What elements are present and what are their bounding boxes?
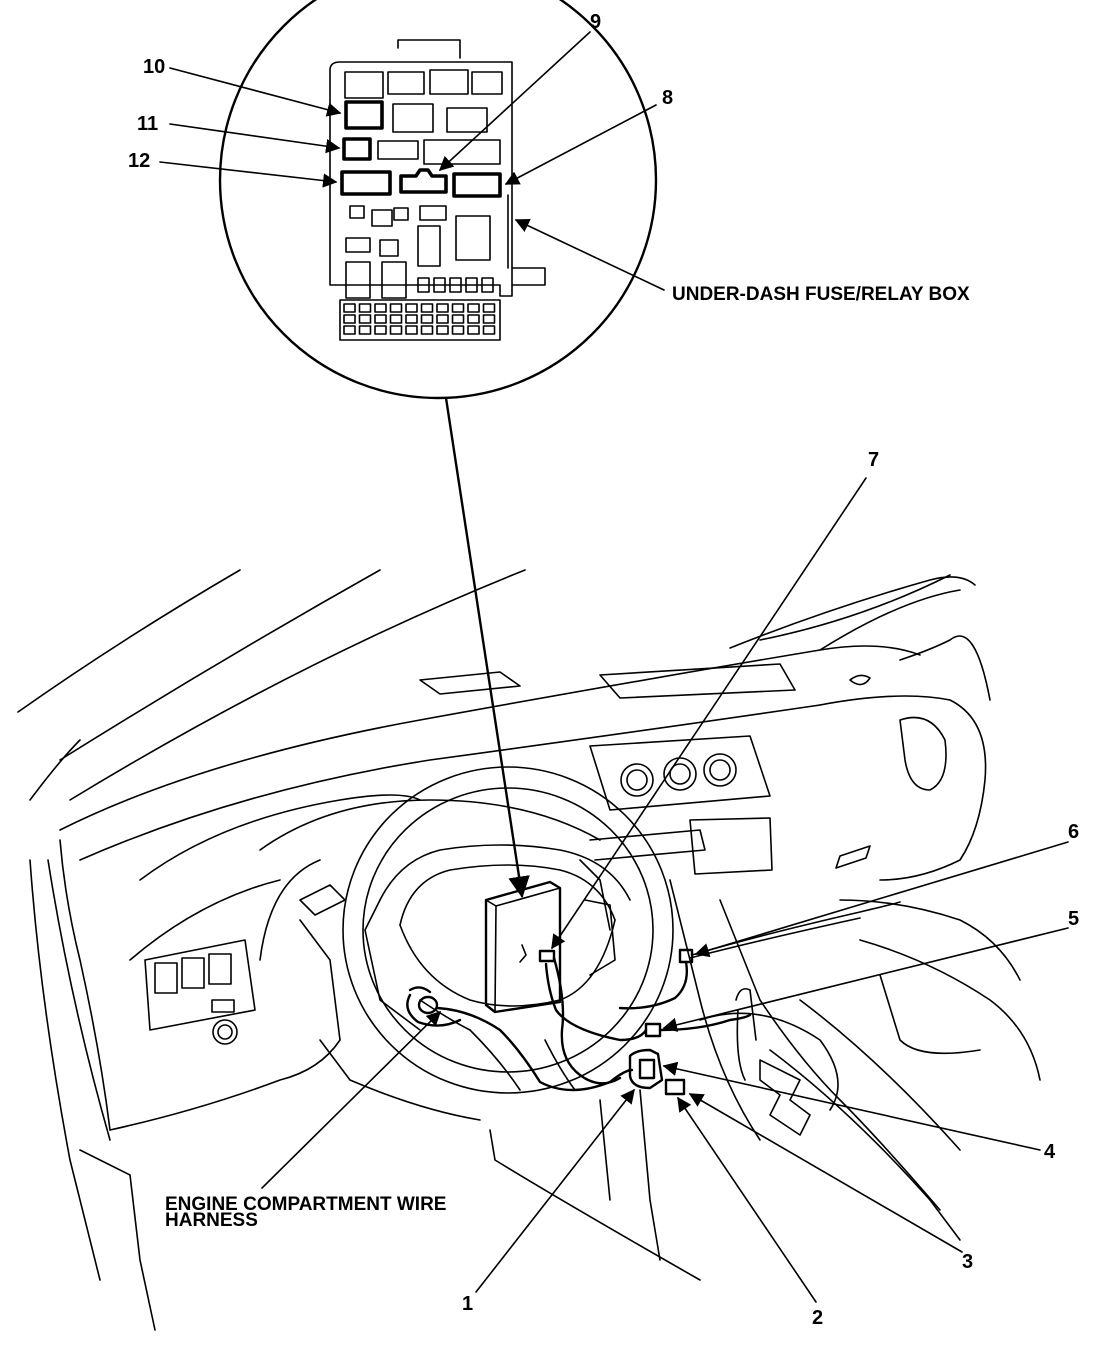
wiring-components	[406, 880, 901, 1096]
fuse-slot	[482, 314, 496, 324]
fuse-slot	[405, 325, 418, 335]
callout-7: 7	[868, 449, 879, 471]
callout-8: 8	[662, 87, 673, 109]
connector-3	[664, 1078, 686, 1096]
relay-9	[399, 168, 448, 194]
fuse-slot	[482, 303, 496, 313]
relay-11	[342, 137, 372, 161]
fuse-slot	[389, 303, 403, 313]
leader-11	[169, 123, 341, 154]
fuse-slot-large	[465, 277, 478, 293]
leader-harness	[261, 1010, 442, 1189]
leader-10	[169, 67, 342, 117]
detail-circle	[218, 0, 658, 400]
callout-11: 11	[137, 113, 158, 135]
fuse-slot	[420, 303, 434, 313]
leader-3	[688, 1093, 963, 1253]
leader-4	[662, 1061, 1041, 1151]
fuse-slot	[389, 314, 403, 324]
leader-6	[694, 841, 1069, 958]
fuse-grid-area	[339, 299, 501, 341]
dashboard-line-art	[17, 569, 1041, 1331]
fuse-slot	[358, 303, 372, 313]
leader-fuse-box-location	[444, 396, 530, 899]
fuse-slot	[343, 325, 356, 335]
fuse-slot	[405, 303, 418, 313]
steering-wheel-outer	[342, 766, 674, 1094]
fuse-slot	[467, 303, 480, 313]
fuse-slot	[405, 314, 418, 324]
relay-8	[452, 172, 502, 198]
fuse-grid	[343, 277, 496, 335]
harness-label-line1: ENGINE COMPARTMENT WIRE	[165, 1194, 446, 1215]
leader-9	[438, 31, 591, 171]
leader-2	[677, 1096, 817, 1303]
fuse-slot-large	[481, 277, 494, 293]
connector-4	[628, 1048, 664, 1090]
callout-1: 1	[462, 1293, 473, 1315]
fuse-relay-box-label: UNDER-DASH FUSE/RELAY BOX	[672, 284, 970, 305]
fuse-slot	[467, 325, 480, 335]
fuse-slot	[374, 314, 387, 324]
fuse-slot	[343, 303, 356, 313]
callout-labels: 10 11 12 9 8 7 6 5 4 3 2 1 UNDER-DASH FU…	[128, 11, 1079, 1329]
fuse-slot	[374, 325, 387, 335]
connector-7	[538, 949, 556, 963]
harness-label-line2: HARNESS	[165, 1210, 258, 1231]
connector-5	[644, 1022, 662, 1038]
fuse-relay-box	[329, 39, 546, 341]
leader-12	[159, 161, 338, 188]
callout-2: 2	[812, 1307, 823, 1329]
fuse-slot-large	[417, 277, 430, 293]
fuse-slot-large	[433, 277, 446, 293]
fuse-slot	[451, 325, 465, 335]
leader-5	[662, 927, 1069, 1032]
fuse-slot	[436, 325, 449, 335]
fuse-box-in-car	[484, 880, 562, 1014]
fuse-slot	[420, 314, 434, 324]
leader-fuse-relay-box	[514, 219, 665, 291]
callout-4: 4	[1044, 1141, 1056, 1163]
leader-1	[475, 1088, 635, 1293]
harness-wire-main	[435, 1006, 634, 1092]
fuse-slot	[358, 314, 372, 324]
fuse-slot	[358, 325, 372, 335]
fuse-slot	[343, 314, 356, 324]
fuse-slot	[374, 303, 387, 313]
relay-12	[340, 170, 392, 196]
fuse-slot-large	[449, 277, 462, 293]
fuse-slot	[451, 303, 465, 313]
leader-8	[504, 104, 657, 185]
leader-lines	[159, 31, 1069, 1303]
fuse-slot	[389, 325, 403, 335]
fuse-slot	[451, 314, 465, 324]
relay-10	[344, 100, 384, 130]
callout-9: 9	[590, 11, 601, 33]
fuse-slot	[420, 325, 434, 335]
fuse-slot	[482, 325, 496, 335]
callout-10: 10	[143, 56, 165, 78]
callout-3: 3	[962, 1251, 973, 1273]
detail-magnifier	[218, 0, 658, 400]
fuse-slot	[467, 314, 480, 324]
leader-7	[551, 477, 867, 950]
callout-6: 6	[1068, 821, 1079, 843]
callout-5: 5	[1068, 908, 1079, 930]
callout-12: 12	[128, 150, 150, 172]
fuse-slot	[436, 303, 449, 313]
fuse-slot	[436, 314, 449, 324]
